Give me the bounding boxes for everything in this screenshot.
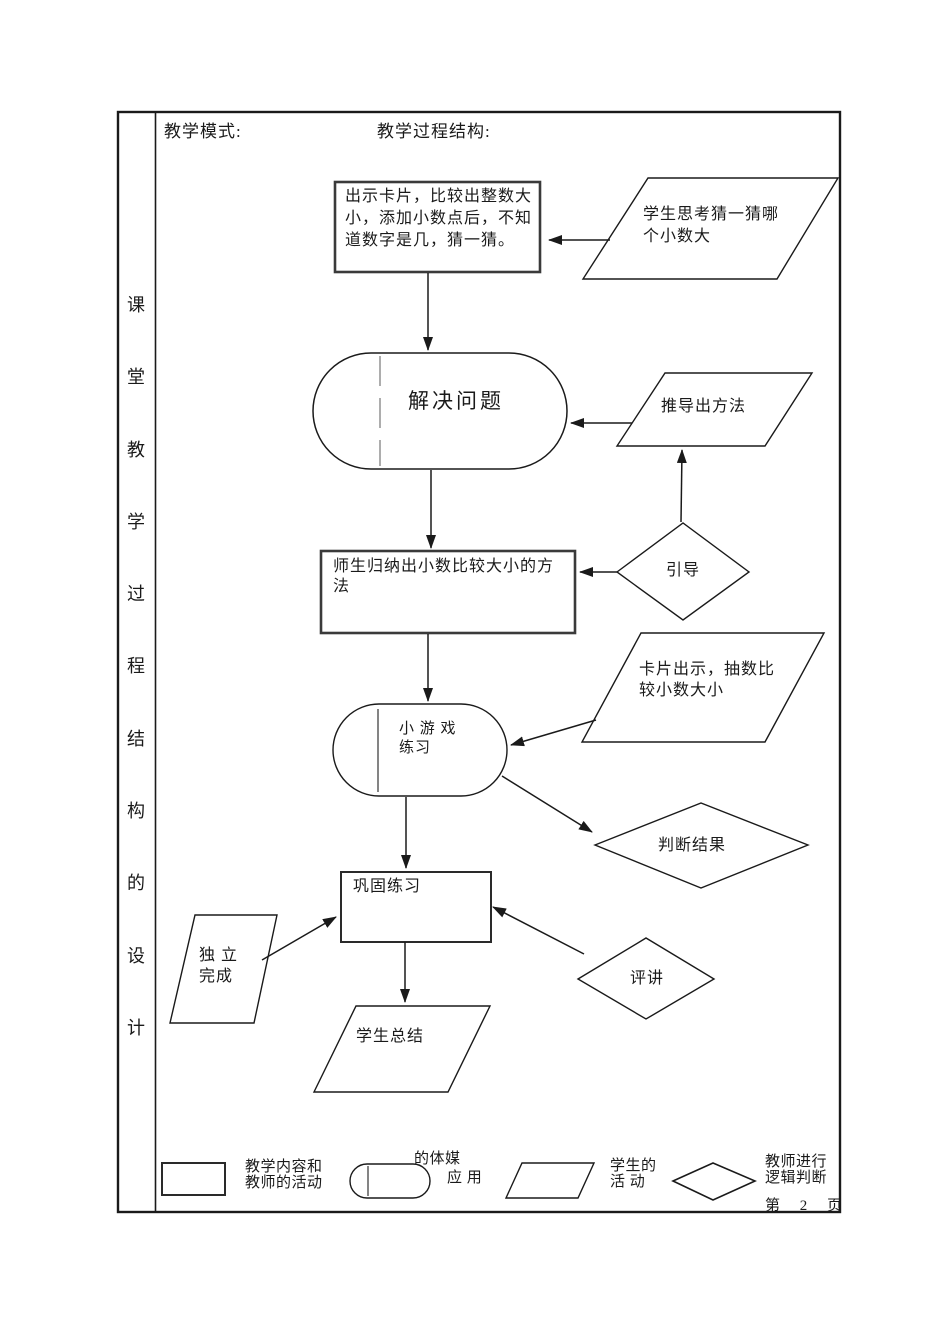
arrow-mini-game-to-judge-result bbox=[501, 775, 593, 833]
arrow-review-to-consolidate bbox=[492, 906, 585, 955]
node-student-guess-text: 学生思考猜一猜哪 个小数大 bbox=[643, 206, 780, 245]
legend-process-label: 教学内容和 教师的活动 bbox=[245, 1159, 323, 1191]
node-review-text: 评讲 bbox=[630, 970, 665, 987]
table-outer-border bbox=[116, 110, 842, 1214]
node-show-cards-text: 出示卡片，比较出整数大 小，添加小数点后，不知 道数字是几，猜一猜。 bbox=[345, 188, 533, 249]
header-teaching-mode-label: 教学模式: bbox=[164, 122, 242, 141]
node-card-draw-text: 卡片出示，抽数比 较小数大小 bbox=[639, 661, 776, 699]
legend-diamond-label: 教师进行 逻辑判断 bbox=[765, 1154, 828, 1186]
node-summarize-method-text: 师生归纳出小数比较大小的方 法 bbox=[333, 558, 555, 595]
legend-parallelogram bbox=[504, 1162, 596, 1199]
node-independent-text: 独 立 完成 bbox=[199, 947, 239, 985]
process-rect-show-cards bbox=[333, 180, 542, 274]
process-rect-consolidate bbox=[340, 871, 492, 943]
node-guide-text: 引导 bbox=[666, 562, 701, 579]
node-consolidate-text: 巩固练习 bbox=[353, 878, 422, 895]
legend-process-rect bbox=[161, 1162, 226, 1196]
sidebar-vertical-title: 课 堂 教 学 过 程 结 构 的 设 计 bbox=[127, 295, 145, 1038]
stadium-solve-problem bbox=[312, 352, 568, 470]
page-number-clip: 第 2 页 bbox=[765, 1196, 839, 1211]
parallelogram-derive-method bbox=[615, 372, 814, 447]
node-mini-game-text: 小 游 戏 练习 bbox=[399, 721, 457, 756]
parallelogram-student-guess bbox=[581, 177, 840, 280]
page-number: 第 2 页 bbox=[765, 1198, 839, 1211]
parallelogram-card-draw bbox=[580, 632, 826, 743]
arrow-independent-to-consolidate bbox=[261, 916, 337, 961]
diamond-judge-result bbox=[593, 802, 810, 889]
legend-parallelogram-label: 学生的 活 动 bbox=[610, 1158, 657, 1190]
diamond-guide bbox=[615, 522, 751, 621]
legend-stadium-label-line1: 的体媒 bbox=[414, 1151, 461, 1167]
stadium-mini-game bbox=[332, 703, 508, 797]
header-process-structure-label: 教学过程结构: bbox=[377, 122, 491, 141]
parallelogram-independent bbox=[169, 914, 278, 1024]
node-solve-problem-text: 解决问题 bbox=[408, 389, 504, 413]
parallelogram-student-summary bbox=[312, 1005, 492, 1093]
arrow-guide-to-derive-method bbox=[676, 449, 687, 523]
legend-diamond bbox=[671, 1162, 757, 1201]
arrow-card-draw-to-mini-game bbox=[510, 719, 597, 747]
legend-stadium bbox=[349, 1163, 431, 1199]
diamond-review bbox=[576, 937, 716, 1020]
node-judge-result-text: 判断结果 bbox=[658, 837, 727, 854]
node-derive-method-text: 推导出方法 bbox=[661, 398, 747, 415]
process-rect-summarize-method bbox=[319, 549, 577, 635]
node-student-summary-text: 学生总结 bbox=[356, 1028, 425, 1045]
legend-stadium-label-line2: 应 用 bbox=[447, 1170, 483, 1186]
